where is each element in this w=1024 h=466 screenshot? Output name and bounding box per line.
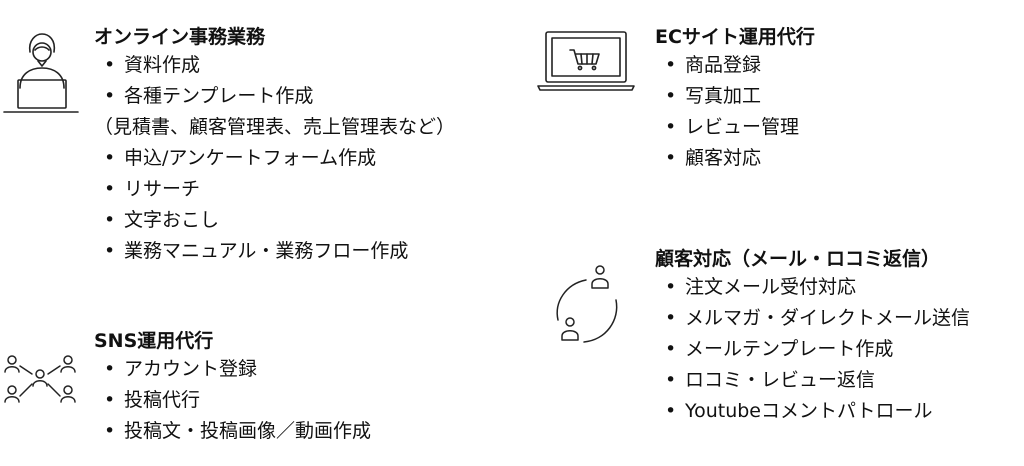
list-item: 投稿文・投稿画像／動画作成 [94,416,371,447]
list-item: 写真加工 [655,81,815,112]
section-online-office: オンライン事務業務 資料作成 各種テンプレート作成 （見積書、顧客管理表、売上管… [94,24,455,267]
section-title: SNS運用代行 [94,330,214,352]
customer-support-cycle-icon [548,262,628,352]
section-customer-support: 顧客対応（メール・ロコミ返信） 注文メール受付対応 メルマガ・ダイレクトメール送… [655,246,970,427]
office-worker-laptop-icon [2,30,80,116]
section-title: 顧客対応（メール・ロコミ返信） [655,248,941,270]
list-item: リサーチ [94,174,455,205]
list-item: 各種テンプレート作成 [94,81,455,112]
list-item: ロコミ・レビュー返信 [655,365,970,396]
list-item: 申込/アンケートフォーム作成 [94,143,455,174]
list-item: 注文メール受付対応 [655,272,970,303]
list-item-note: （見積書、顧客管理表、売上管理表など） [94,116,456,138]
list-item: メルマガ・ダイレクトメール送信 [655,303,970,334]
list-item: アカウント登録 [94,354,371,385]
list-item: 顧客対応 [655,143,815,174]
list-item: Youtubeコメントパトロール [655,396,970,427]
list-item: メールテンプレート作成 [655,334,970,365]
list-item: 商品登録 [655,50,815,81]
people-network-icon [2,352,82,414]
laptop-shopping-cart-icon [536,30,636,94]
list-item: 資料作成 [94,50,455,81]
section-title: オンライン事務業務 [94,26,266,48]
list-item: 文字おこし [94,205,455,236]
list-item: レビュー管理 [655,112,815,143]
section-sns: SNS運用代行 アカウント登録 投稿代行 投稿文・投稿画像／動画作成 [94,328,371,447]
section-ec-site: ECサイト運用代行 商品登録 写真加工 レビュー管理 顧客対応 [655,24,815,174]
list-item: 投稿代行 [94,385,371,416]
list-item: 業務マニュアル・業務フロー作成 [94,236,455,267]
section-title: ECサイト運用代行 [655,26,815,48]
